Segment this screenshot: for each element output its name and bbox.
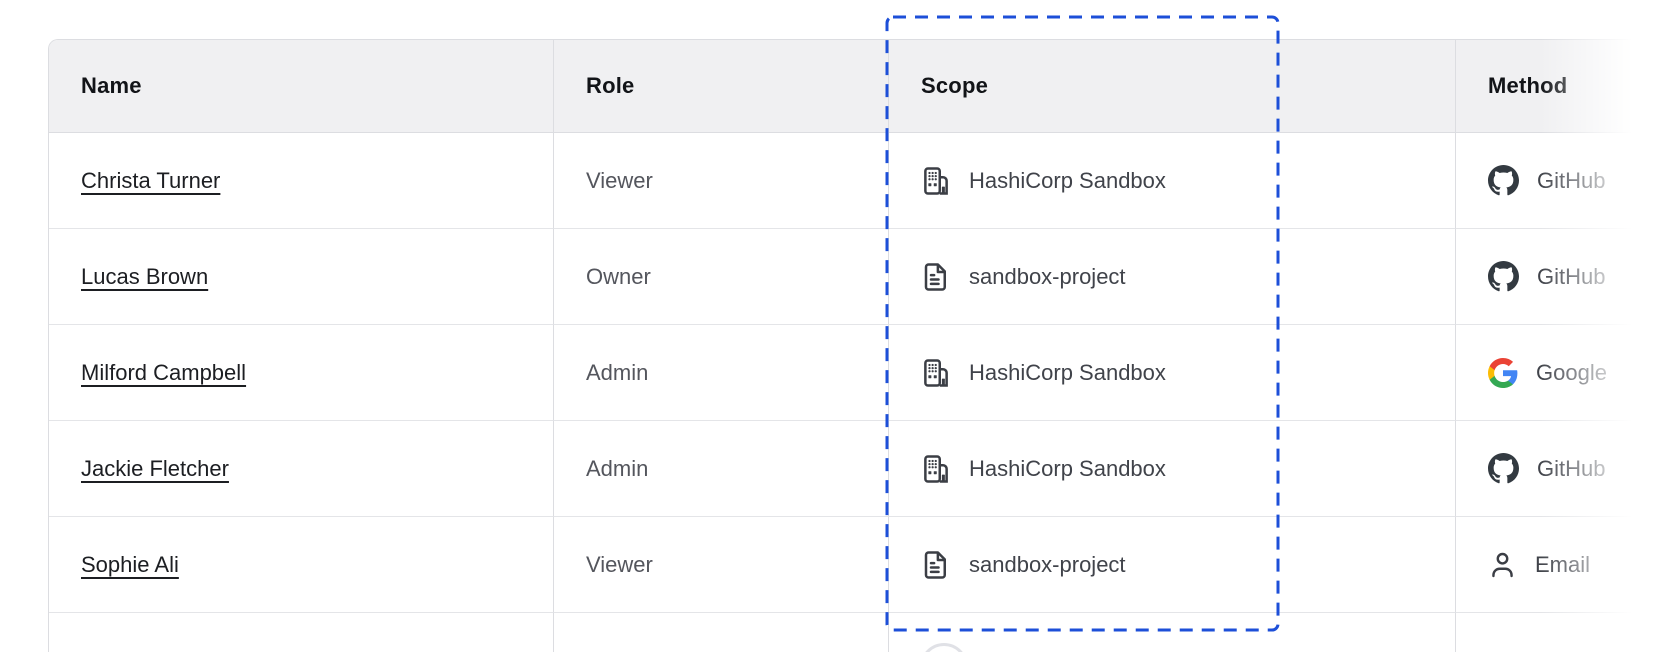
table-row-cell-name: Jackie Fletcher xyxy=(49,421,554,517)
table-row-cell-name: Sophie Ali xyxy=(49,517,554,613)
table-row-cell-method xyxy=(1456,613,1672,652)
github-icon xyxy=(1488,165,1519,196)
method-value: GitHub xyxy=(1537,167,1606,193)
column-header-label: Scope xyxy=(921,73,989,98)
member-name-link[interactable]: Lucas Brown xyxy=(81,263,209,289)
table-row-cell-method: Email xyxy=(1456,517,1672,613)
github-icon xyxy=(1488,261,1519,292)
role-value: Viewer xyxy=(586,551,653,577)
scope-value: sandbox-project xyxy=(969,551,1126,577)
role-value: Owner xyxy=(586,263,651,289)
table-row-cell-name: Christa Turner xyxy=(49,133,554,229)
column-header-name: Name xyxy=(49,40,554,133)
column-header-scope: Scope xyxy=(889,40,1456,133)
google-icon xyxy=(1488,357,1518,388)
table-row-cell-method: GitHub xyxy=(1456,421,1672,517)
method-value: Email xyxy=(1535,551,1591,577)
table-row-cell-role: Admin xyxy=(554,325,889,421)
scope-value: HashiCorp Sandbox xyxy=(969,359,1166,385)
table-row-cell-scope: HashiCorp Sandbox xyxy=(889,421,1456,517)
table-row-cell-scope: sandbox-project xyxy=(889,229,1456,325)
member-name-link[interactable]: Sophie Ali xyxy=(81,551,179,577)
table-row-cell-scope: HashiCorp Sandbox xyxy=(889,325,1456,421)
file-text-icon xyxy=(921,262,951,292)
table-row-cell-scope: HashiCorp Sandbox xyxy=(889,133,1456,229)
member-name-link[interactable]: Milford Campbell xyxy=(81,359,247,385)
user-icon xyxy=(1488,550,1517,579)
column-header-label: Name xyxy=(81,73,142,98)
role-value: Admin xyxy=(586,359,649,385)
scope-value: HashiCorp Sandbox xyxy=(969,167,1166,193)
table-row-cell-role: Viewer xyxy=(554,517,889,613)
table-row-cell-role xyxy=(554,613,889,652)
table-row-cell-name xyxy=(49,613,554,652)
column-header-method: Method xyxy=(1456,40,1672,133)
role-value: Admin xyxy=(586,455,649,481)
building-icon xyxy=(921,166,951,196)
member-name-link[interactable]: Christa Turner xyxy=(81,167,221,193)
table-row-cell-scope: sandbox-project xyxy=(889,517,1456,613)
table-row-cell-method: GitHub xyxy=(1456,133,1672,229)
github-icon xyxy=(1488,453,1519,484)
table-row-cell-role: Viewer xyxy=(554,133,889,229)
column-header-role: Role xyxy=(554,40,889,133)
building-icon xyxy=(921,454,951,484)
table-row-cell-name: Lucas Brown xyxy=(49,229,554,325)
column-header-label: Method xyxy=(1488,73,1568,98)
method-value: GitHub xyxy=(1537,455,1606,481)
scope-value: HashiCorp Sandbox xyxy=(969,455,1166,481)
table-row-cell-name: Milford Campbell xyxy=(49,325,554,421)
table-row-cell-role: Admin xyxy=(554,421,889,517)
partial-row-icon xyxy=(920,643,968,652)
members-table: Name Role Scope Method Christa Turner Vi… xyxy=(48,39,1672,652)
table-row-cell-scope xyxy=(889,613,1456,652)
member-name-link[interactable]: Jackie Fletcher xyxy=(81,455,229,481)
file-text-icon xyxy=(921,550,951,580)
table-row-cell-method: Google xyxy=(1456,325,1672,421)
scope-value: sandbox-project xyxy=(969,263,1126,289)
column-header-label: Role xyxy=(586,73,635,98)
table-row-cell-role: Owner xyxy=(554,229,889,325)
method-value: Google xyxy=(1536,359,1607,385)
role-value: Viewer xyxy=(586,167,653,193)
table-row-cell-method: GitHub xyxy=(1456,229,1672,325)
method-value: GitHub xyxy=(1537,263,1606,289)
building-icon xyxy=(921,358,951,388)
